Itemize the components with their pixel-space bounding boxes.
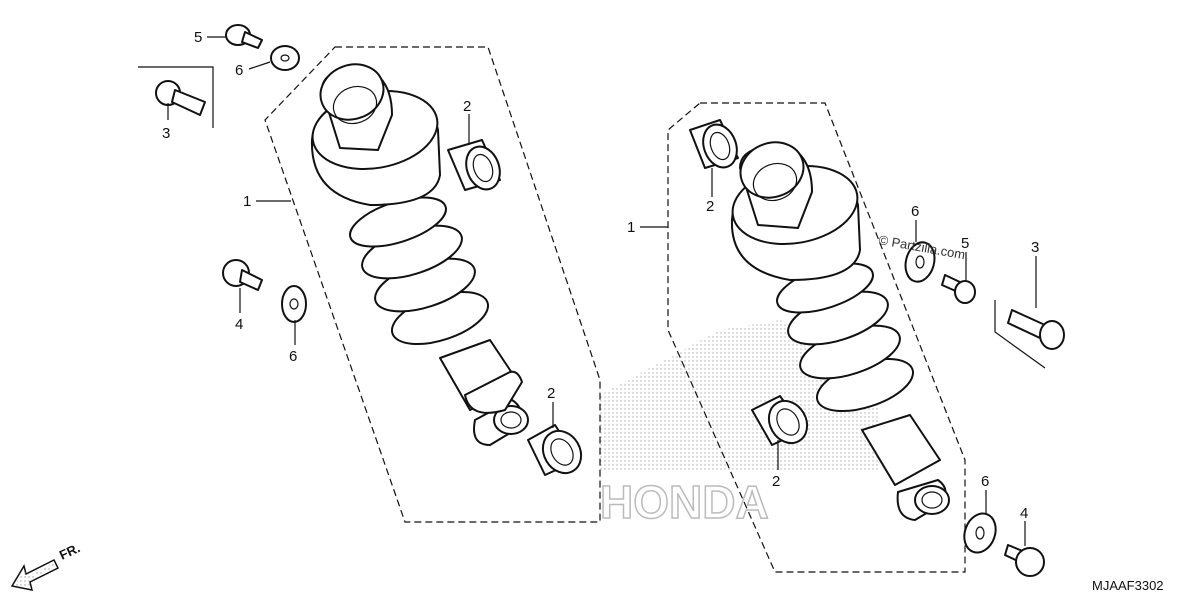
bolt-3-left[interactable] (155, 80, 206, 116)
right-assembly-boundary (667, 102, 966, 573)
bushing-upper-left[interactable] (447, 139, 506, 194)
callout-2-right-upper: 2 (706, 198, 714, 215)
washer-6-left-mid[interactable] (281, 285, 307, 323)
callout-2-left-upper: 2 (463, 98, 471, 115)
bolt-4-right[interactable] (1004, 544, 1045, 577)
bolt-3-right[interactable] (1007, 309, 1065, 350)
right-shock-absorber[interactable] (726, 134, 950, 521)
bolt-3-right-bracket (994, 300, 1046, 369)
bolt-5-left[interactable] (225, 24, 263, 49)
callout-4-left: 4 (235, 316, 243, 333)
left-shock-absorber[interactable] (306, 56, 529, 446)
callout-1-right: 1 (627, 219, 635, 236)
callout-6-left-mid: 6 (289, 348, 297, 365)
bolt-4-left[interactable] (222, 259, 263, 291)
callout-6-right-top: 6 (911, 203, 919, 220)
front-label: FR. (57, 540, 82, 562)
bushing-upper-right[interactable] (689, 119, 743, 172)
honda-wordmark: HONDA (600, 476, 769, 528)
callout-6-left-top: 6 (235, 62, 243, 79)
bushing-lower-right[interactable] (751, 394, 815, 450)
left-assembly-boundary (264, 46, 601, 523)
leader-lines (167, 36, 1037, 546)
front-direction-indicator: FR. (10, 540, 82, 591)
callout-3-right: 3 (1031, 239, 1039, 256)
callout-3-left: 3 (162, 125, 170, 142)
callout-6-right-bottom: 6 (981, 473, 989, 490)
washer-6-left-top[interactable] (270, 45, 300, 71)
callout-5-right: 5 (961, 235, 969, 252)
bushing-lower-left[interactable] (527, 424, 589, 480)
callout-4-right: 4 (1020, 505, 1028, 522)
bolt-5-right[interactable] (941, 274, 976, 304)
bolt-3-left-bracket (138, 66, 214, 128)
callout-2-right-lower: 2 (772, 473, 780, 490)
callout-5-left: 5 (194, 29, 202, 46)
diagram-code: MJAAF3302 (1092, 578, 1164, 593)
callout-2-left-lower: 2 (547, 385, 555, 402)
washer-6-right-top[interactable] (901, 239, 938, 285)
washer-6-right-bottom[interactable] (959, 509, 1001, 557)
callout-1-left: 1 (243, 193, 251, 210)
